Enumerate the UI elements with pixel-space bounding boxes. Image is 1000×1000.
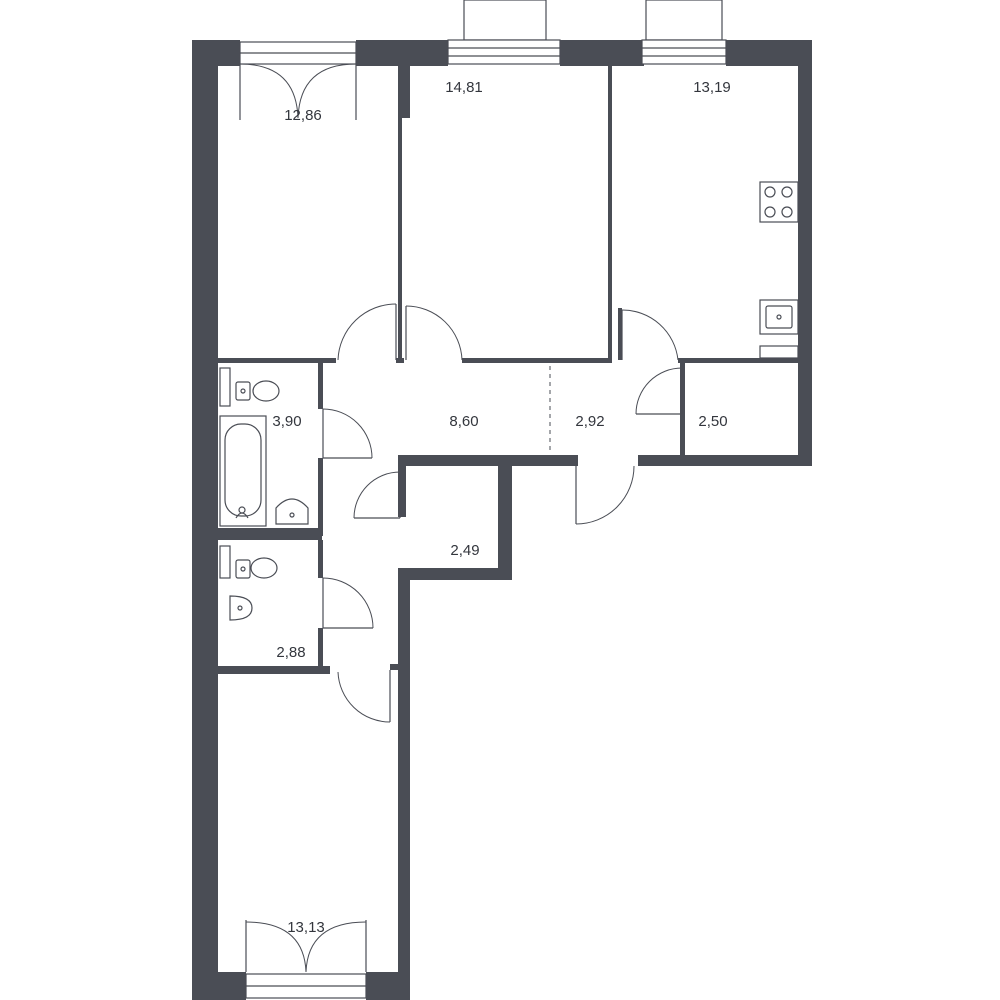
area-label-closet: 2,49: [450, 542, 479, 559]
area-label-kitchen: 13,19: [693, 79, 731, 96]
area-label-storage-right: 2,50: [698, 413, 727, 430]
doors: [239, 63, 683, 973]
area-label-bedroom-top-left: 12,86: [284, 107, 322, 124]
bathroom-fixtures: [219, 367, 309, 527]
area-label-bedroom-top-middle: 14,81: [445, 79, 483, 96]
stove: [759, 181, 799, 223]
toilet-fixtures: [219, 545, 278, 621]
bathtub: [219, 415, 267, 527]
area-label-corridor: 2,92: [575, 413, 604, 430]
area-label-hall: 8,60: [449, 413, 478, 430]
area-label-bedroom-bottom: 13,13: [287, 919, 325, 936]
area-label-bathroom: 3,90: [272, 413, 301, 430]
area-labels: 12,86 14,81 13,19 3,90 8,60 2,92 2,50 2,…: [272, 79, 730, 936]
windows: [239, 0, 727, 999]
sink: [275, 498, 309, 525]
kitchen-sink: [759, 299, 799, 335]
interior-walls: [218, 60, 812, 674]
kitchen-fixtures: [759, 181, 799, 359]
toilet-bowl: [252, 380, 280, 402]
area-label-toilet: 2,88: [276, 644, 305, 661]
